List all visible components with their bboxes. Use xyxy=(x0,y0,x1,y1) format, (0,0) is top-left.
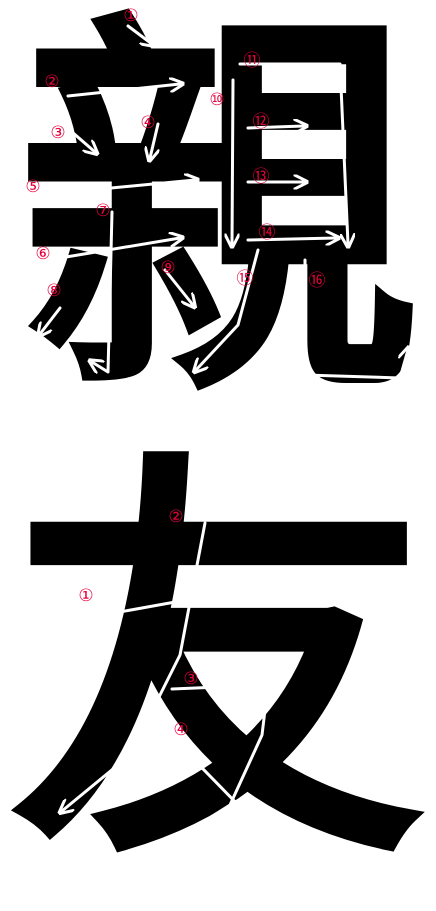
stroke-number-label: ④ xyxy=(140,113,155,133)
stroke-guide-arrow xyxy=(163,728,375,865)
stroke-number-label: ⑫ xyxy=(253,112,270,132)
stroke-guide-arrow xyxy=(70,130,95,152)
kanji-glyph-tomo: 友 xyxy=(8,418,428,911)
stroke-number-label: ② xyxy=(44,72,59,92)
stroke-number-label: ⑬ xyxy=(253,167,270,187)
stroke-number-label: ④ xyxy=(173,720,188,740)
stroke-guide-arrow xyxy=(92,210,114,372)
stroke-guide-arrow xyxy=(246,126,304,128)
stroke-guide-arrow xyxy=(26,180,195,198)
stroke-number-label: ⑧ xyxy=(46,281,61,301)
stroke-guide-arrow xyxy=(246,238,336,240)
stroke-guide-arrow xyxy=(232,78,233,244)
stroke-number-label: ⑥ xyxy=(35,244,50,264)
stroke-number-label: ① xyxy=(123,6,138,26)
stroke-guide-arrow xyxy=(62,521,207,811)
stroke-number-label: ⑪ xyxy=(244,51,261,71)
stroke-number-label: ① xyxy=(78,586,93,606)
stroke-number-label: ② xyxy=(168,507,183,527)
stroke-number-label: ⑯ xyxy=(309,271,326,291)
stroke-guide-arrow xyxy=(196,248,260,370)
stroke-number-label: ⑤ xyxy=(25,177,40,197)
stroke-number-label: ⑦ xyxy=(95,201,110,221)
stroke-guide-arrow xyxy=(40,306,62,334)
stroke-order-overlay-tomo: ① ② ③ ④ xyxy=(0,507,436,885)
kanji-glyph-oya: 親 xyxy=(18,0,418,445)
stroke-guide-arrow xyxy=(58,238,180,260)
stroke-guide-arrow xyxy=(150,122,158,158)
stroke-number-label: ⑮ xyxy=(237,269,254,289)
stroke-number-label: ③ xyxy=(50,123,65,143)
stroke-number-label: ⑩ xyxy=(209,90,224,110)
stroke-guide-arrow xyxy=(238,62,348,244)
stroke-guide-arrow xyxy=(66,84,180,98)
stroke-guide-arrow xyxy=(303,258,408,380)
stroke-number-label: ⑭ xyxy=(259,223,276,243)
stroke-guide-arrow xyxy=(163,268,193,305)
stroke-guide-arrow xyxy=(126,24,152,44)
stroke-guide-arrow xyxy=(148,683,270,857)
stroke-guide-arrow xyxy=(90,575,325,619)
stroke-number-label: ⑨ xyxy=(160,258,175,278)
stroke-number-label: ③ xyxy=(183,669,198,689)
